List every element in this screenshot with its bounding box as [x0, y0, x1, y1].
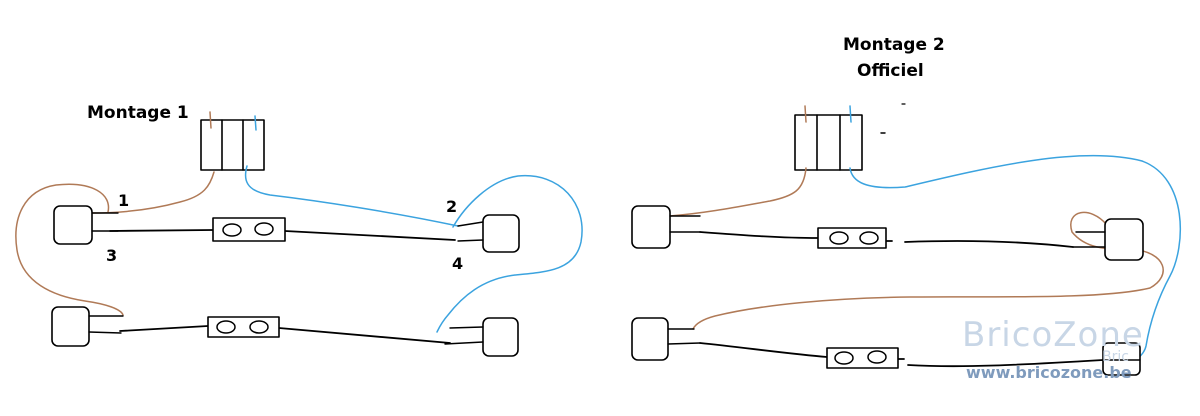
switch-box-1: [53, 205, 93, 245]
blue-stub-2: [849, 105, 852, 123]
switch-box-3: [51, 306, 90, 347]
watermark-url: www.bricozone.be: [966, 363, 1132, 382]
montage-2: [631, 103, 1182, 376]
lamp-holder-2: [207, 316, 280, 338]
black-wire-2: [119, 325, 451, 344]
switch-box-6: [1104, 218, 1144, 261]
terminal-pair-5: [669, 215, 701, 233]
switch-box-8: [1102, 342, 1141, 376]
montage-1-title: Montage 1: [87, 103, 189, 123]
blue-wire-2a: [849, 154, 1182, 359]
brown-stub-2: [804, 105, 807, 123]
terminal-pair-1: [91, 212, 119, 232]
lamp-holder-4: [826, 347, 899, 369]
label-2: 2: [446, 197, 458, 216]
brown-wire-2b: [692, 211, 1164, 330]
switch-box-4: [482, 317, 519, 357]
blue-stub-1: [254, 115, 257, 131]
label-1: 1: [118, 191, 130, 210]
black-wire-4: [699, 342, 1104, 368]
montage-2-subtitle: Officiel: [857, 61, 924, 81]
montage-2-title: Montage 2: [843, 35, 945, 55]
terminal-pair-4: [444, 326, 484, 345]
brown-wire-1b: [15, 183, 124, 316]
switch-box-2: [482, 214, 520, 253]
terminal-pair-3: [88, 315, 124, 334]
switch-box-7: [631, 317, 669, 361]
lamp-holder-3: [817, 227, 887, 249]
label-4: 4: [452, 254, 464, 273]
terminal-pair-6: [1072, 231, 1106, 248]
watermark-brand: BricoZone: [962, 315, 1144, 355]
blue-wire-1b: [436, 174, 583, 333]
terminal-pair-7: [667, 328, 701, 345]
brown-wire-1a: [91, 171, 215, 214]
terminal-block-2: [794, 114, 863, 171]
terminal-pair-2: [457, 221, 484, 242]
black-wire-3: [699, 231, 1074, 248]
blue-wire-1a: [244, 165, 459, 227]
black-wire-1: [109, 229, 456, 241]
lamp-holder-1: [212, 217, 286, 242]
montage-1: [15, 111, 583, 357]
brown-wire-2a: [669, 167, 807, 217]
brown-stub-1: [209, 111, 212, 129]
switch-box-5: [631, 205, 671, 249]
label-3: 3: [106, 246, 118, 265]
watermark-brand-fragment: Bric: [1102, 349, 1129, 365]
